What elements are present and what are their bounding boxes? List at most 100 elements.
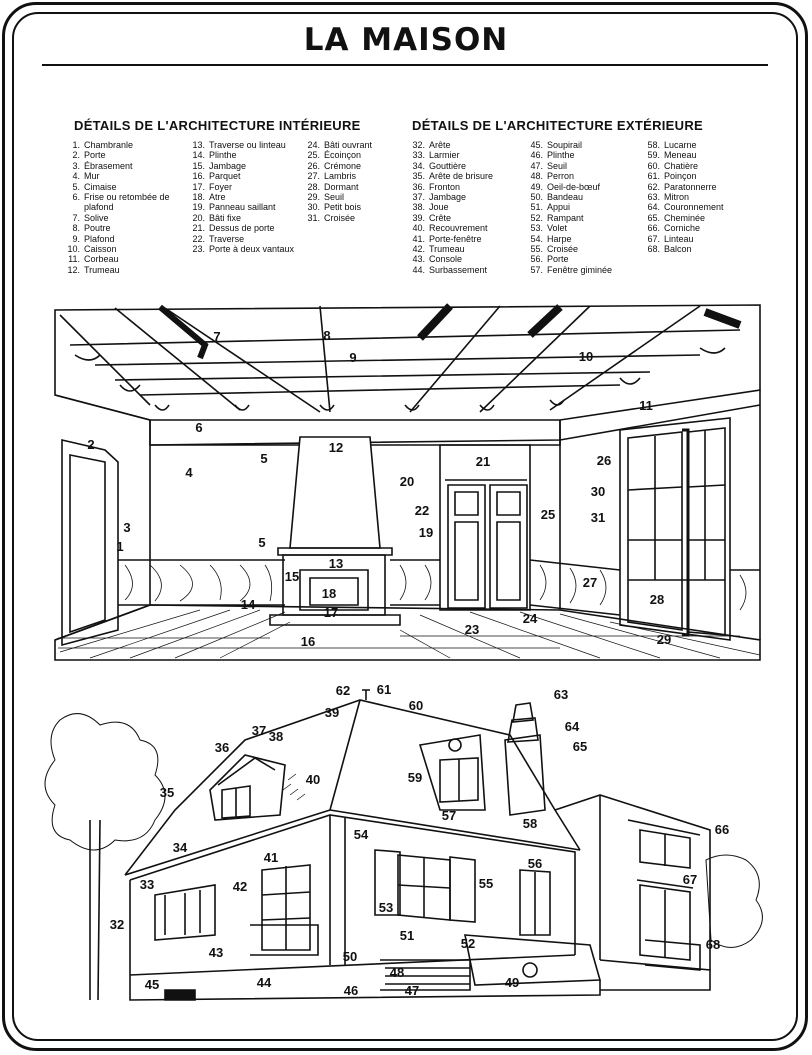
legend-term: Plinthe [547,150,575,161]
legend-term: Lambris [324,171,357,182]
callout-number: 21 [476,454,490,469]
legend-number: 63. [647,192,660,203]
legend-item: 17.Foyer [185,182,295,192]
legend-number: 24. [307,140,320,150]
legend-number: 12. [67,264,80,275]
legend-term: Solive [84,212,109,223]
legend-term: Traverse ou linteau [209,140,286,150]
callout-number: 1 [116,539,123,554]
legend-item: 33.Larmier [405,150,525,160]
legend-number: 28. [307,181,320,192]
legend-number: 9. [72,233,80,244]
callout-number: 26 [597,453,611,468]
legend-term: Atre [209,192,226,203]
legend-term: Fenêtre giminée [547,264,613,275]
legend-term: Seuil [547,160,568,171]
legend-number: 45. [530,140,543,150]
legend-item: 11.Corbeau [60,254,180,264]
legend-item: 13.Traverse ou linteau [185,140,295,150]
callout-number: 30 [591,484,605,499]
legend-item: 43.Console [405,254,525,264]
legend-term: Cheminée [664,212,706,223]
legend-term: Porte [547,254,569,265]
legend-number: 48. [530,171,543,182]
legend-term: Frise ou retombée de plafond [84,192,170,213]
legend-number: 46. [530,150,543,161]
callout-number: 25 [541,507,555,522]
legend-term: Bâti fixe [209,212,242,223]
legend-item: 19.Panneau saillant [185,202,295,212]
legend-term: Corniche [664,223,701,234]
legend-term: Meneau [664,150,697,161]
legend-number: 29. [307,192,320,203]
legend-term: Couronnement [664,202,724,213]
legend-term: Écoinçon [324,150,362,161]
legend-item: 32.Arête [405,140,525,150]
legend-number: 38. [412,202,425,213]
callout-number: 7 [213,329,220,344]
legend-item: 3.Ébrasement [60,161,180,171]
legend-term: Larmier [429,150,460,161]
callout-number: 55 [479,876,493,891]
legend-term: Crête [429,212,452,223]
legend-number: 60. [647,160,660,171]
legend-term: Corbeau [84,254,119,265]
legend-number: 19. [192,202,205,213]
callout-number: 50 [343,949,357,964]
legend-term: Oeil-de-bœuf [547,181,601,192]
callout-number: 61 [377,682,391,697]
legend-term: Jambage [209,160,247,171]
legend-number: 23. [192,244,205,255]
legend-term: Linteau [664,233,694,244]
legend-number: 10. [67,244,80,255]
legend-item: 4.Mur [60,171,180,181]
legend-number: 20. [192,212,205,223]
legend-number: 43. [412,254,425,265]
legend-number: 7. [72,212,80,223]
callout-number: 38 [269,729,283,744]
legend-term: Seuil [324,192,345,203]
legend-number: 27. [307,171,320,182]
page-title: LA MAISON [303,22,509,58]
legend-number: 51. [530,202,543,213]
callout-number: 32 [110,917,124,932]
callout-number: 14 [241,597,256,612]
legend-number: 6. [72,192,80,203]
legend-number: 65. [647,212,660,223]
callout-number: 49 [505,975,519,990]
callout-number: 23 [465,622,479,637]
callout-number: 31 [591,510,605,525]
legend-number: 31. [307,212,320,223]
callout-number: 24 [523,611,538,626]
callout-number: 43 [209,945,223,960]
legend-term: Crémone [324,160,362,171]
legend-item: 45.Soupirail [523,140,648,150]
legend-term: Paratonnerre [664,181,717,192]
legend-number: 39. [412,212,425,223]
callout-number: 10 [579,349,593,364]
callout-number: 16 [301,634,315,649]
legend-term: Mur [84,171,100,182]
legend-term: Dessus de porte [209,223,275,234]
callout-number: 12 [329,440,343,455]
legend-item: 58.Lucarne [640,140,760,150]
interior-heading: DÉTAILS DE L'ARCHITECTURE INTÉRIEURE [74,118,361,133]
legend-item: 68.Balcon [640,244,760,254]
legend-number: 41. [412,233,425,244]
title-rule [42,64,768,66]
legend-number: 14. [192,150,205,161]
callout-number: 59 [408,770,422,785]
callout-number: 51 [400,928,414,943]
callout-number: 40 [306,772,320,787]
callout-number: 27 [583,575,597,590]
legend-item: 22.Traverse [185,234,295,244]
legend-item: 31.Croisée [300,213,400,223]
inner-border [12,12,798,1041]
legend-item: 26.Crémone [300,161,400,171]
callout-number: 39 [325,705,339,720]
legend-number: 52. [530,212,543,223]
legend-number: 57. [530,264,543,275]
